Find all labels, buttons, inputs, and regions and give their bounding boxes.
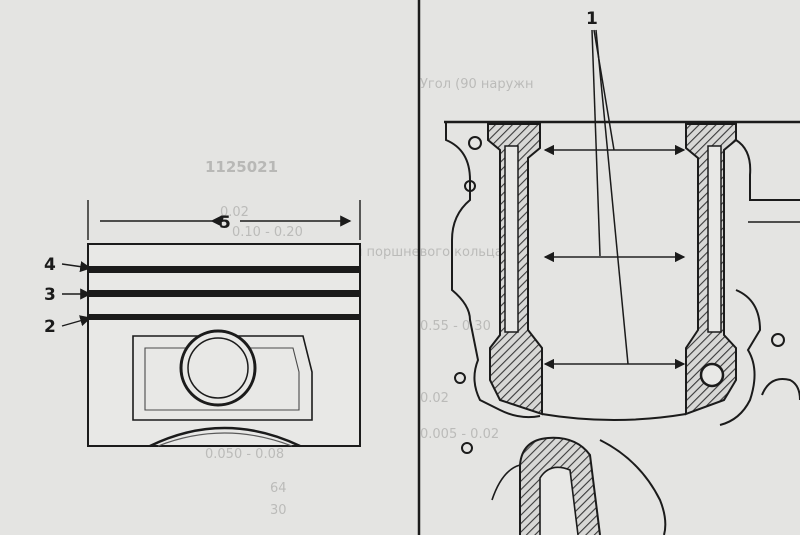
callout-label-1: 1 <box>586 9 598 29</box>
ghost-text-1: Угол (90 наружн <box>420 77 534 92</box>
ghost-text-8: 0.005 - 0.02 <box>420 427 499 442</box>
piston-pin-hole <box>179 329 257 407</box>
oil-gallery-hole <box>699 362 725 388</box>
leader-2 <box>61 315 92 327</box>
ghost-text-11: 30 <box>270 503 287 518</box>
callout-label-3: 3 <box>44 285 56 305</box>
callout-label-4: 4 <box>44 255 56 275</box>
block-right-contour-top <box>735 124 800 201</box>
piston-skirt-arc-inner <box>157 432 293 447</box>
block-right-contour-lower <box>719 289 762 426</box>
piston-drawing: 5 4 3 2 <box>44 200 361 448</box>
ghost-text-3: 0.02 <box>220 205 249 220</box>
piston-pin-hole-inner <box>187 337 249 399</box>
callout-label-2: 2 <box>44 317 56 337</box>
ring-groove-top <box>88 266 360 273</box>
block-bolt-hole-2 <box>464 180 476 192</box>
bore-bottom-line <box>541 413 687 421</box>
block-left-contour <box>445 122 541 419</box>
ghost-text-2: 1125021 <box>205 158 278 176</box>
leader-1-a <box>591 29 601 257</box>
ghost-text-4: 0.10 - 0.20 <box>232 225 303 240</box>
pin-boss-inner <box>144 347 300 411</box>
block-bolt-hole-5 <box>771 333 785 347</box>
leader-4 <box>61 261 92 273</box>
block-bolt-hole-1 <box>468 136 482 150</box>
bleed-through-text: Угол (90 наружн 1125021 0.02 0.10 - 0.20… <box>205 77 534 518</box>
block-right-boss <box>761 378 800 401</box>
cylinder-block-drawing: 1 <box>444 9 800 535</box>
ghost-text-10: 64 <box>270 481 287 496</box>
piston-skirt-arc <box>149 426 301 448</box>
coolant-jacket-right <box>707 145 722 333</box>
leader-1-c <box>595 29 629 365</box>
ring-groove-middle <box>88 290 360 297</box>
block-bolt-hole-3 <box>454 372 466 384</box>
ghost-text-6: 0.55 - 0.30 <box>420 319 491 334</box>
block-bolt-hole-4 <box>461 442 473 454</box>
crankcase-contour-left <box>491 464 521 501</box>
pin-boss-outer <box>132 335 313 421</box>
coolant-jacket-left <box>504 145 519 333</box>
ghost-text-9: 0.050 - 0.08 <box>205 447 284 462</box>
connecting-rod-bore <box>539 466 579 535</box>
ring-groove-bottom <box>88 314 360 320</box>
crankcase-contour <box>599 439 667 535</box>
callout-label-5: 5 <box>219 213 231 233</box>
ghost-text-7: 0.02 <box>420 391 449 406</box>
